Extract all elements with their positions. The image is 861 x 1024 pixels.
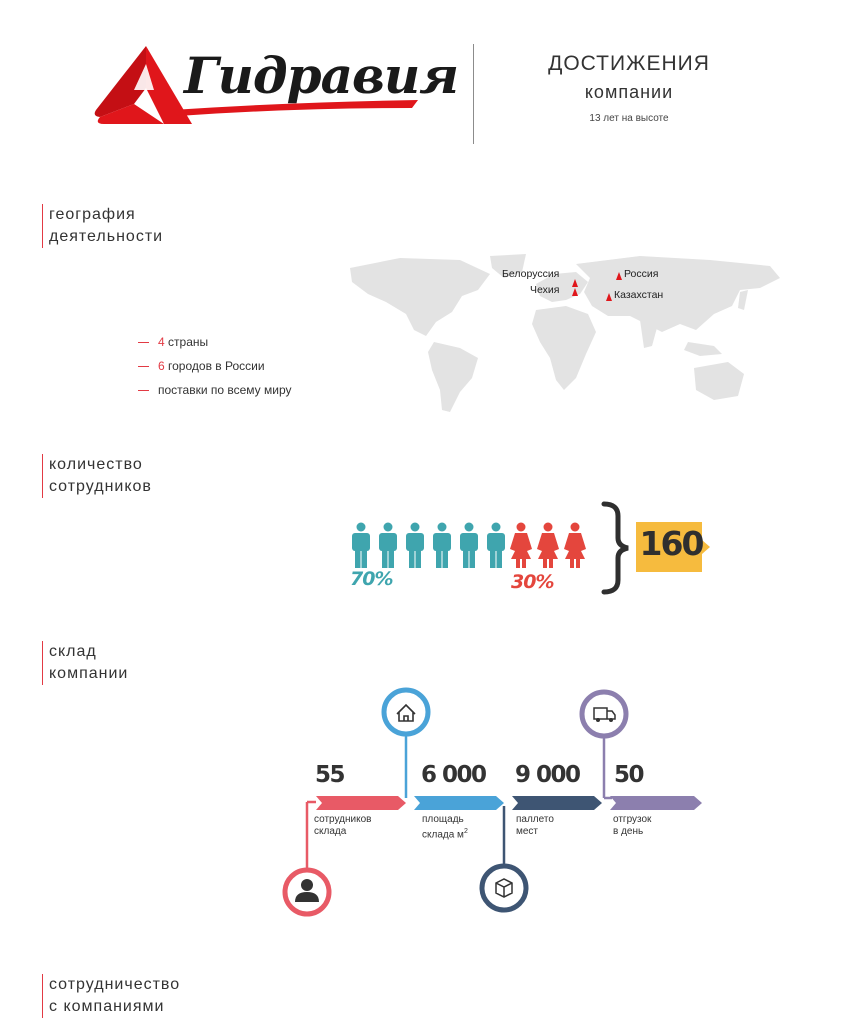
male-percentage: 70% [350,568,393,590]
section-heading-line: сотрудников [49,478,152,495]
house-icon [381,687,431,737]
list-item: поставки по всему миру [138,378,292,402]
geo-list: 4 страны 6 городов в России поставки по … [138,330,292,402]
caption-line: отгрузок [613,814,652,825]
people-icons [352,522,586,568]
dash-icon [138,366,149,368]
section-heading-line: география [49,206,136,223]
warehouse-value: 6 000 [421,762,487,788]
caption-line: сотрудников [314,814,372,825]
pin-icon [606,293,612,301]
warehouse-caption: площадь склада м2 [422,814,468,841]
male-person-icon [433,522,451,568]
section-heading-line: количество [49,456,143,473]
curly-brace-icon [601,501,629,595]
caption-line: площадь [422,814,464,825]
dash-icon [138,390,149,392]
logo-wordmark: Гидравия [184,46,459,105]
map-label-czech: Чехия [530,284,560,296]
female-person-icon [510,522,532,568]
warehouse-caption: отгрузок в день [613,814,651,838]
section-heading-line: склад [49,643,97,660]
truck-icon [579,689,629,739]
pin-icon [572,279,578,287]
section-heading-line: с компаниями [49,998,165,1015]
map-label-russia: Россия [624,268,659,280]
header-divider [473,44,474,144]
list-item-highlight: 4 [158,335,165,349]
caption-line: склада [314,826,347,837]
section-heading-geography: география деятельности [42,204,163,248]
section-heading-employees: количество сотрудников [42,454,152,498]
caption-line: в день [613,826,644,837]
caption-line: мест [516,826,539,837]
list-item: 4 страны [138,330,292,354]
logo-swoosh-icon [172,100,418,116]
user-icon [282,867,332,917]
page-title: ДОСТИЖЕНИЯ [548,52,710,75]
list-item-text: поставки по всему миру [158,383,292,397]
dash-icon [138,342,149,344]
employee-total: 160 [639,524,705,563]
caption-line: склада м2 [422,826,468,841]
list-item-highlight: 6 [158,359,165,373]
female-person-icon [537,522,559,568]
section-heading-line: компании [49,665,129,682]
male-person-icon [460,522,478,568]
warehouse-caption: сотрудников склада [314,814,371,838]
box-icon [479,863,529,913]
female-person-icon [564,522,586,568]
warehouse-timeline [282,687,702,917]
page-note: 13 лет на высоте [589,113,669,124]
pin-icon [572,288,578,296]
section-heading-line: сотрудничество [49,976,181,993]
male-person-icon [352,522,370,568]
caption-line: паллето [516,814,554,825]
male-person-icon [487,522,505,568]
world-map-icon [350,254,780,412]
warehouse-caption: паллето мест [516,814,554,838]
section-heading-line: деятельности [49,228,164,245]
warehouse-value: 9 000 [515,762,581,788]
list-item-text: страны [164,335,209,349]
total-badge-icon [636,522,710,572]
female-percentage: 30% [511,571,554,593]
male-person-icon [379,522,397,568]
map-label-kazakhstan: Казахстан [614,289,664,301]
section-heading-cooperation: сотрудничество с компаниями [42,974,180,1018]
list-item-text: городов в России [164,359,265,373]
warehouse-value: 50 [614,762,645,788]
page-subtitle: компании [584,82,674,102]
caption-text: склада м [422,829,464,841]
map-label-belarus: Белоруссия [502,268,560,280]
section-heading-warehouse: склад компании [42,641,128,685]
list-item: 6 городов в России [138,354,292,378]
caption-superscript: 2 [463,828,468,835]
pin-icon [616,272,622,280]
male-person-icon [406,522,424,568]
warehouse-value: 55 [315,762,346,788]
logo-triangle-icon [94,46,192,124]
